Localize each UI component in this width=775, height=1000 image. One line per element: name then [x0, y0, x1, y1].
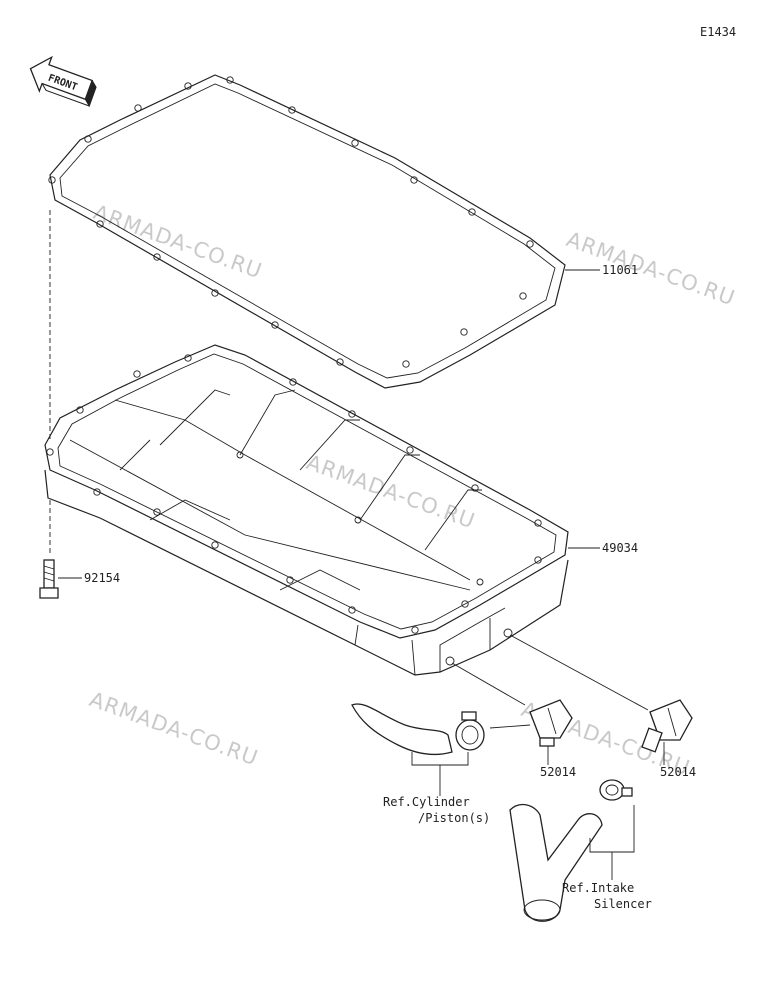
y-pipe: [509, 803, 603, 922]
gasket: [48, 74, 566, 389]
pipe-clamp: [599, 779, 633, 801]
watermark: ARMADA-CO.RU: [86, 687, 261, 770]
hose: [351, 703, 453, 756]
reference-label: /Piston(s): [418, 811, 490, 825]
front-arrow-icon: FRONT: [29, 55, 97, 108]
elbow-fitting: [641, 699, 693, 753]
elbow-fitting: [529, 699, 573, 747]
watermark: ARMADA-CO.RU: [90, 200, 265, 283]
watermark: ARMADA-CO.RU: [563, 227, 738, 310]
part-number-52014-left: 52014: [540, 765, 576, 779]
part-number-92154: 92154: [84, 571, 120, 585]
part-number-11061: 11061: [602, 263, 638, 277]
part-number-52014-right: 52014: [660, 765, 696, 779]
reference-label: Silencer: [594, 897, 652, 911]
diagram-id: E1434: [700, 25, 736, 39]
part-number-49034: 49034: [602, 541, 638, 555]
bolt: [39, 559, 59, 599]
watermark: ARMADA-CO.RU: [303, 450, 478, 533]
reference-label: Ref.Cylinder: [383, 795, 470, 809]
hose-clamp: [455, 711, 485, 751]
reference-label: Ref.Intake: [562, 881, 634, 895]
oil-pan: [44, 344, 569, 676]
